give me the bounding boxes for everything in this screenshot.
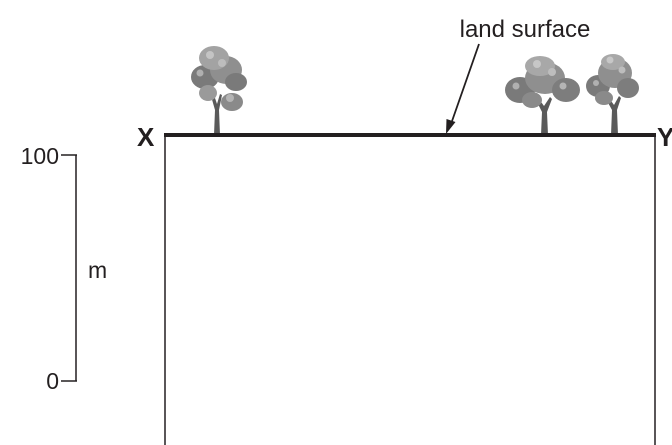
point-x-label: X (137, 122, 155, 152)
cross-section-block (164, 135, 656, 445)
tree-icon (191, 46, 247, 135)
scale-unit-label: m (88, 257, 107, 283)
scale-top-value: 100 (21, 143, 59, 169)
tree-icon (586, 54, 639, 135)
tree-icon (505, 56, 580, 135)
land-surface-label: land surface (460, 16, 591, 43)
scale-bottom-value: 0 (46, 368, 59, 394)
vertical-scale-bar (61, 154, 77, 382)
point-y-label: Y (657, 122, 672, 152)
pointer-arrow (446, 43, 480, 134)
